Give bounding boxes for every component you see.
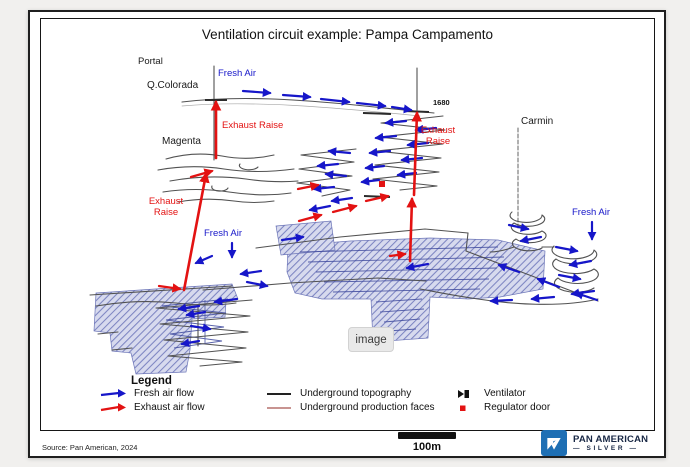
ventilator-icon (458, 389, 476, 399)
logo-mark-icon (541, 430, 567, 456)
exhaust-raise-left-label: Exhaust Raise (141, 196, 191, 218)
fresh-air-top-label: Fresh Air (218, 68, 257, 79)
q-colorada-label: Q.Colorada (147, 80, 199, 91)
legend-item-regulator-door: Regulator door (458, 402, 550, 413)
legend-item-underground-production-faces: Underground production faces (266, 402, 435, 413)
legend-item-fresh-air-flow: Fresh air flow (100, 388, 194, 399)
exhaust-raise-left-line1: Exhaust (148, 196, 184, 207)
fresh-air-arrow-icon (100, 388, 126, 399)
legend-item-label: Underground production faces (300, 402, 435, 413)
pan-american-silver-logo: PAN AMERICAN — SILVER — (541, 430, 648, 456)
diagram-title: Ventilation circuit example: Pampa Campa… (201, 27, 494, 42)
exhaust-raise-center-line1: Exhaust (420, 125, 456, 136)
topography-line-icon (266, 389, 292, 399)
carmin-label: Carmin (521, 116, 554, 127)
legend-item-label: Fresh air flow (134, 388, 195, 399)
legend-item-label: Regulator door (484, 402, 551, 413)
exhaust-air-arrows (157, 99, 423, 293)
legend-item-label: Exhaust air flow (134, 402, 205, 413)
exhaust-air-arrow-icon (100, 402, 126, 413)
logo-subname: — SILVER — (573, 444, 639, 452)
scale-label: 100m (412, 441, 442, 453)
exhaust-raise-center-label: Exhaust Raise (413, 125, 463, 147)
exhaust-raise-center-line2: Raise (425, 136, 451, 147)
legend-item-label: Ventilator (484, 388, 526, 399)
production-faces-line-icon (266, 403, 292, 413)
legend-item-label: Underground topography (300, 388, 412, 399)
regulator-door-icon (458, 403, 476, 413)
portal-label: Portal (138, 56, 163, 67)
logo-subname-text: SILVER (586, 444, 626, 452)
source-note: Source: Pan American, 2024 (42, 443, 138, 452)
level-1680-label: 1680 (433, 98, 450, 107)
exhaust-raise-top-label: Exhaust Raise (222, 120, 284, 131)
legend-item-underground-topography: Underground topography (266, 388, 411, 399)
fresh-air-mid-label: Fresh Air (204, 228, 243, 239)
legend-item-ventilator: Ventilator (458, 388, 526, 399)
legend-item-exhaust-air-flow: Exhaust air flow (100, 402, 205, 413)
image-badge[interactable]: image (348, 327, 394, 352)
magenta-label: Magenta (162, 136, 201, 147)
scale-bar (398, 432, 456, 439)
exhaust-raise-left-line2: Raise (153, 207, 179, 218)
logo-text: PAN AMERICAN — SILVER — (573, 434, 648, 453)
regulator-door-marker (379, 181, 385, 187)
production-faces-region (93, 220, 546, 375)
fresh-air-right-label: Fresh Air (572, 207, 611, 218)
fresh-air-arrows (177, 87, 599, 348)
legend-heading: Legend (131, 375, 172, 387)
logo-name: PAN AMERICAN (573, 433, 649, 445)
